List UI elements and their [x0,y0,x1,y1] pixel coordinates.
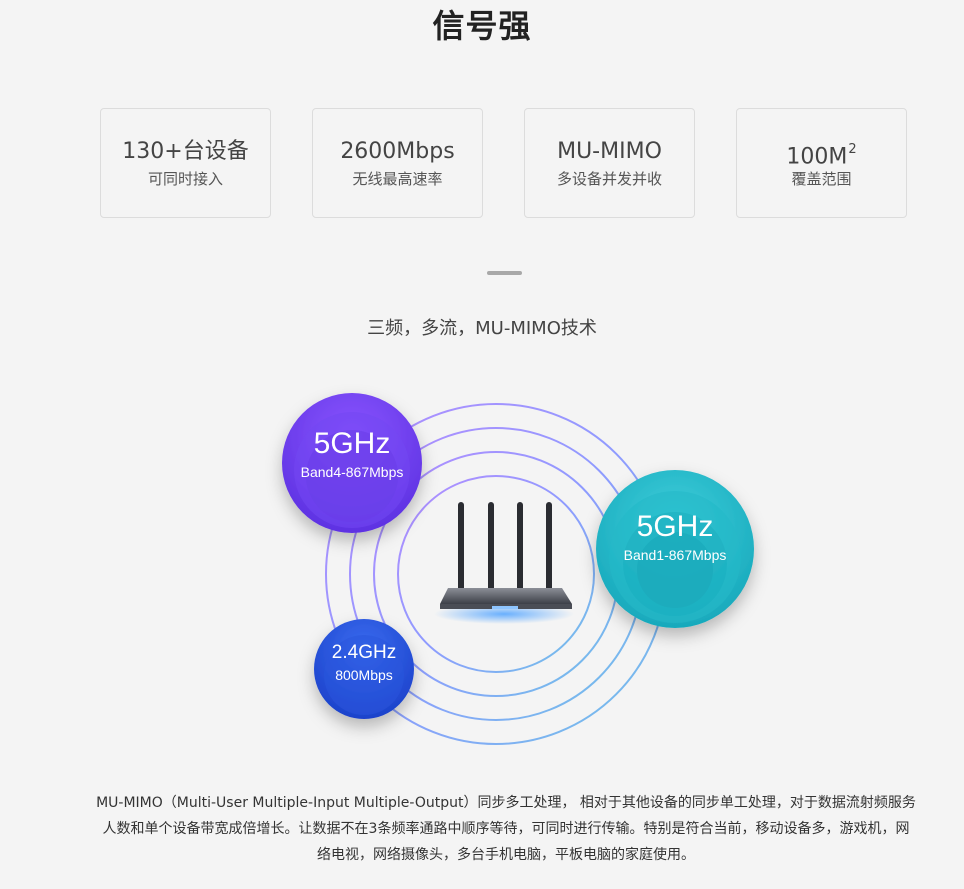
description-paragraph: MU-MIMO（Multi-User Multiple-Input Multip… [96,795,916,863]
band1-frequency: 5GHz [636,510,714,543]
feature-card-caption: 可同时接入 [147,170,223,188]
feature-card-speed: 2600Mbps 无线最高速率 [312,108,483,218]
coverage-value: 100M [786,144,848,170]
band-diagram: 5GHz Band4-867Mbps 5GHz Band1-867Mbps 2.… [0,360,964,770]
feature-card-devices: 130+台设备 可同时接入 [100,108,271,218]
band24-speed: 800Mbps [335,667,393,683]
feature-cards: 130+台设备 可同时接入 2600Mbps 无线最高速率 MU-MIMO 多设… [100,108,910,220]
feature-card-coverage: 100M2 覆盖范围 [736,108,907,218]
band24-bubble [314,619,414,719]
feature-card-value: 130+台设备 [122,139,249,164]
section-title: 信号强 [432,7,532,45]
band24-frequency: 2.4GHz [331,642,397,663]
feature-card-caption: 多设备并发并收 [556,170,662,188]
section-divider [487,271,522,275]
feature-card-mumimo: MU-MIMO 多设备并发并收 [524,108,695,218]
feature-card-value: 2600Mbps [340,139,455,164]
feature-card-caption: 无线最高速率 [352,170,443,188]
feature-card-value: 100M2 [737,137,906,172]
band4-frequency: 5GHz [313,427,391,460]
coverage-superscript: 2 [848,142,857,157]
router-icon [434,502,574,624]
band1-bubble [596,470,754,628]
band1-speed: Band1-867Mbps [623,547,727,563]
band1-label: 5GHz Band1-867Mbps [596,509,754,565]
section-subtitle: 三频，多流，MU-MIMO技术 [367,318,597,339]
feature-card-value: MU-MIMO [557,139,662,164]
band4-speed: Band4-867Mbps [300,464,404,480]
band24-label: 2.4GHz 800Mbps [314,641,414,685]
feature-card-caption: 覆盖范围 [791,170,852,188]
band4-label: 5GHz Band4-867Mbps [282,426,422,482]
signal-ring [397,475,595,673]
band-diagram-graphic [282,393,754,745]
band4-bubble [282,393,422,533]
